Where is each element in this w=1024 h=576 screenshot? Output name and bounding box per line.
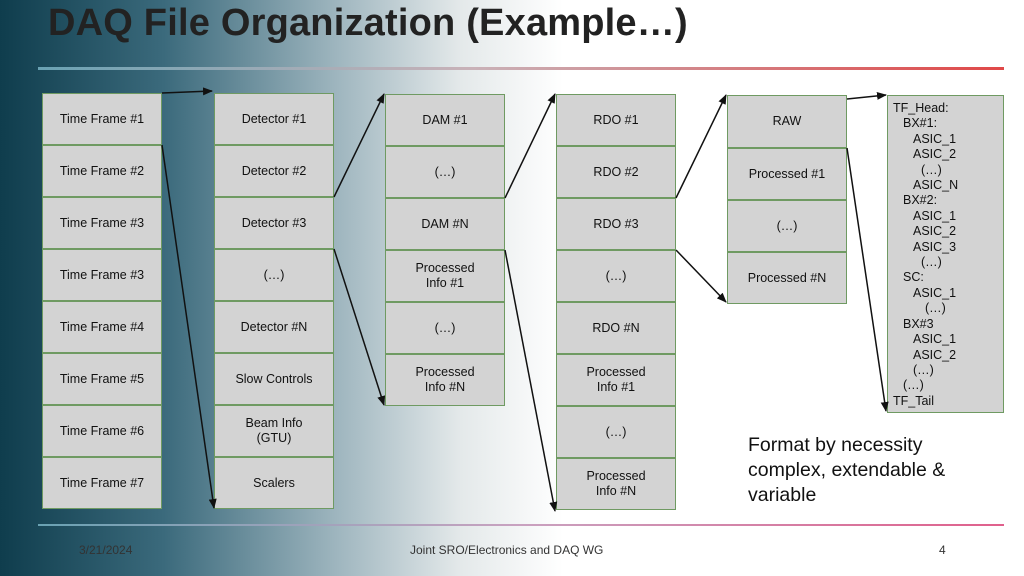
tf-line: TF_Head: (893, 101, 949, 115)
tf-line: ASIC_2 (913, 224, 957, 239)
tf-line: (…) (925, 301, 946, 316)
rdo-box: RDO #N (556, 302, 676, 354)
rdo-box: (…) (556, 406, 676, 458)
rdo-box: Processed Info #1 (556, 354, 676, 406)
detector-box: Detector #2 (214, 145, 334, 197)
arrow-det2-to-dams-top (333, 93, 385, 198)
tf-structure-box: TF_Head: BX#1: ASIC_1 ASIC_2 (…) ASIC_N … (887, 95, 1004, 413)
raw-box: (…) (727, 200, 847, 252)
rdo-box: Processed Info #N (556, 458, 676, 510)
tf-line: ASIC_1 (913, 208, 957, 223)
slide-title: DAQ File Organization (Example…) (48, 2, 688, 44)
arrow-raw-to-tf-bottom (846, 147, 889, 412)
detector-box: Detector #3 (214, 197, 334, 249)
dam-box: Processed Info #N (385, 354, 505, 406)
rdo-box: (…) (556, 250, 676, 302)
title-divider (38, 67, 1004, 70)
time-frame-box: Time Frame #2 (42, 145, 162, 197)
tf-line: ASIC_2 (913, 147, 957, 162)
arrow-dam-to-rdos-top (504, 93, 556, 199)
time-frame-box: Time Frame #4 (42, 301, 162, 353)
detector-box: Detector #1 (214, 93, 334, 145)
dam-box: DAM #1 (385, 94, 505, 146)
arrow-raw-to-tf-top (846, 91, 887, 100)
tf-line: ASIC_3 (913, 239, 957, 254)
rdo-box: RDO #1 (556, 94, 676, 146)
tf-line: BX#3 (903, 316, 934, 331)
tf-line: (…) (903, 378, 924, 393)
tf-line: (…) (921, 255, 942, 270)
raw-box: RAW (727, 95, 847, 148)
tf-line: SC: (903, 270, 924, 285)
arrow-dam-to-rdos-bottom (504, 249, 558, 512)
arrow-tf1-to-detectors-bottom (161, 144, 217, 509)
time-frame-box: Time Frame #3 (42, 249, 162, 301)
footer-divider (38, 524, 1004, 526)
tf-line: (…) (913, 362, 934, 377)
detector-box: Detector #N (214, 301, 334, 353)
time-frame-box: Time Frame #7 (42, 457, 162, 509)
time-frame-box: Time Frame #1 (42, 93, 162, 145)
detector-box: (…) (214, 249, 334, 301)
detector-box: Scalers (214, 457, 334, 509)
raw-box: Processed #1 (727, 148, 847, 200)
time-frame-box: Time Frame #3 (42, 197, 162, 249)
dam-box: Processed Info #1 (385, 250, 505, 302)
time-frame-box: Time Frame #6 (42, 405, 162, 457)
tf-line: ASIC_1 (913, 285, 957, 300)
tf-line: ASIC_1 (913, 131, 957, 146)
rdo-box: RDO #2 (556, 146, 676, 198)
tf-line: ASIC_N (913, 178, 959, 193)
rdo-box: RDO #3 (556, 198, 676, 250)
tf-line: ASIC_2 (913, 347, 957, 362)
footer-title: Joint SRO/Electronics and DAQ WG (410, 543, 604, 557)
arrow-tf1-to-detectors-top (161, 87, 213, 96)
tf-line: (…) (921, 162, 942, 177)
footer-page-number: 4 (939, 543, 946, 557)
dam-box: DAM #N (385, 198, 505, 250)
tf-line: TF_Tail (893, 393, 934, 408)
arrow-det3-to-dams-bottom (333, 248, 386, 406)
time-frame-box: Time Frame #5 (42, 353, 162, 405)
arrow-rdo-to-raw-top (675, 94, 727, 199)
format-callout: Format by necessity complex, extendable … (748, 434, 946, 506)
raw-box: Processed #N (727, 252, 847, 304)
tf-line: ASIC_1 (913, 332, 957, 347)
tf-line: BX#2: (903, 193, 938, 208)
tf-line: BX#1: (903, 116, 938, 131)
dam-box: (…) (385, 146, 505, 198)
footer-date: 3/21/2024 (79, 543, 133, 557)
dam-box: (…) (385, 302, 505, 354)
detector-box: Slow Controls (214, 353, 334, 405)
detector-box: Beam Info (GTU) (214, 405, 334, 457)
arrow-rdo-to-raw-bottom (675, 249, 727, 303)
